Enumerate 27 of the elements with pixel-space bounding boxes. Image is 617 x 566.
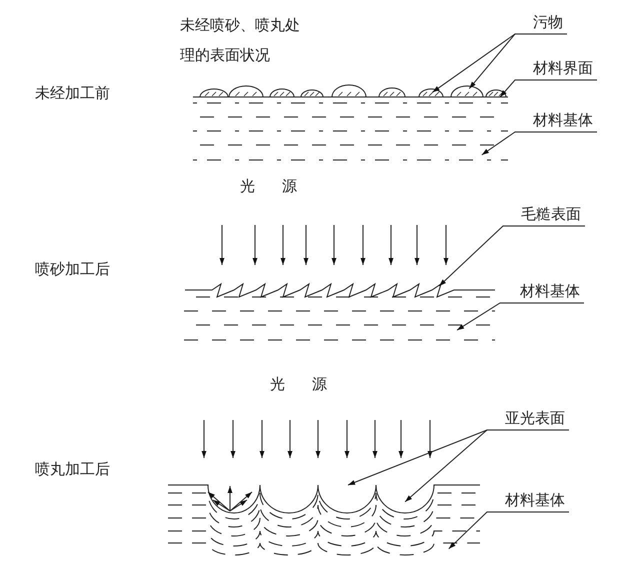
callout-text: 材料基体 — [515, 110, 597, 132]
stage-label: 未经加工前 — [35, 83, 110, 104]
callout-text: 污物 — [515, 12, 567, 34]
leader-line — [481, 132, 598, 156]
leader-line — [468, 34, 568, 90]
leader-line — [448, 512, 570, 550]
dimpled-surface-line — [168, 484, 480, 514]
section-caption: 未经喷砂、喷丸处理的表面状况 — [180, 15, 301, 66]
leader-line — [500, 80, 598, 98]
callout-text: 材料基体 — [500, 281, 584, 303]
light-source-label: 光 源 — [270, 374, 327, 395]
light-source-label: 光 源 — [240, 176, 297, 197]
material-matrix-drawing — [168, 492, 480, 556]
leader-line — [456, 302, 584, 331]
callout-text: 毛糙表面 — [503, 204, 585, 226]
material-matrix-drawing — [184, 296, 496, 340]
leader-line — [438, 226, 586, 286]
stage-label: 喷砂加工后 — [35, 259, 110, 280]
stage-label: 喷丸加工后 — [35, 459, 110, 480]
leader-line — [404, 430, 570, 502]
rough-surface-line — [184, 282, 496, 298]
callout-text: 材料界面 — [515, 58, 597, 80]
interface-line — [192, 96, 508, 98]
callout-text: 材料基体 — [487, 490, 569, 512]
material-matrix-drawing — [192, 102, 508, 160]
callout-text: 亚光表面 — [487, 408, 569, 430]
dirt-particles-drawing — [200, 84, 506, 98]
